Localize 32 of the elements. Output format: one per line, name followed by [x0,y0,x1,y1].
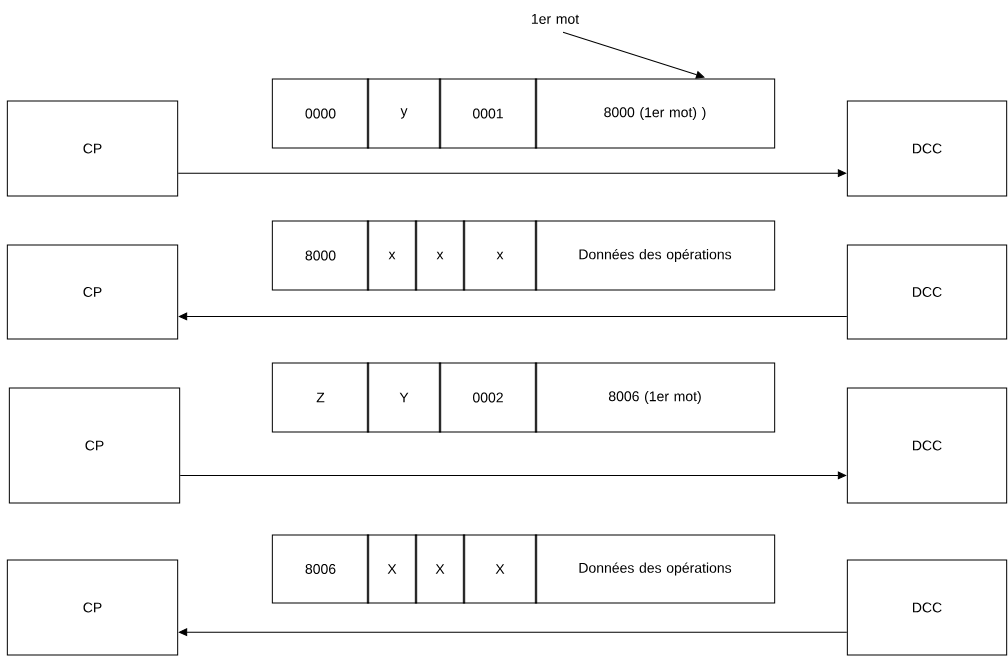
frame-cell: Z [271,362,370,433]
frame-cell: 8000 (1er mot) ) [534,78,776,149]
frame-cell: x [366,220,418,291]
unit-box: CP [6,244,179,340]
frame-cell: Données des opérations [534,534,776,604]
frame-cell: 8006 [271,534,370,604]
frame-cell: x [414,220,466,291]
frame-cell: 8006 (1er mot) [534,362,776,433]
arrow [178,312,848,321]
frame-cell: y [366,78,442,149]
unit-box: DCC [846,100,1008,197]
frame-cell: X [366,534,418,604]
unit-box: CP [6,559,179,656]
frame-cell: 0000 [271,78,370,149]
unit-box: CP [8,387,181,504]
frame-cell: 8000 [271,220,370,291]
arrow [562,31,705,79]
frame-cell: Y [366,362,442,433]
callout-text: 1er mot [531,14,579,24]
frame-cell: X [414,534,466,604]
unit-box: DCC [846,559,1008,656]
unit-box: DCC [846,244,1008,340]
arrow [179,471,847,480]
arrow [178,628,848,637]
arrow [177,169,847,178]
frame-cell: X [462,534,538,604]
frame-cell: Données des opérations [534,220,776,291]
unit-box: DCC [846,387,1008,504]
frame-cell: 0002 [438,362,538,433]
frame-cell: 0001 [438,78,538,149]
frame-cell: x [462,220,538,291]
unit-box: CP [6,100,179,197]
